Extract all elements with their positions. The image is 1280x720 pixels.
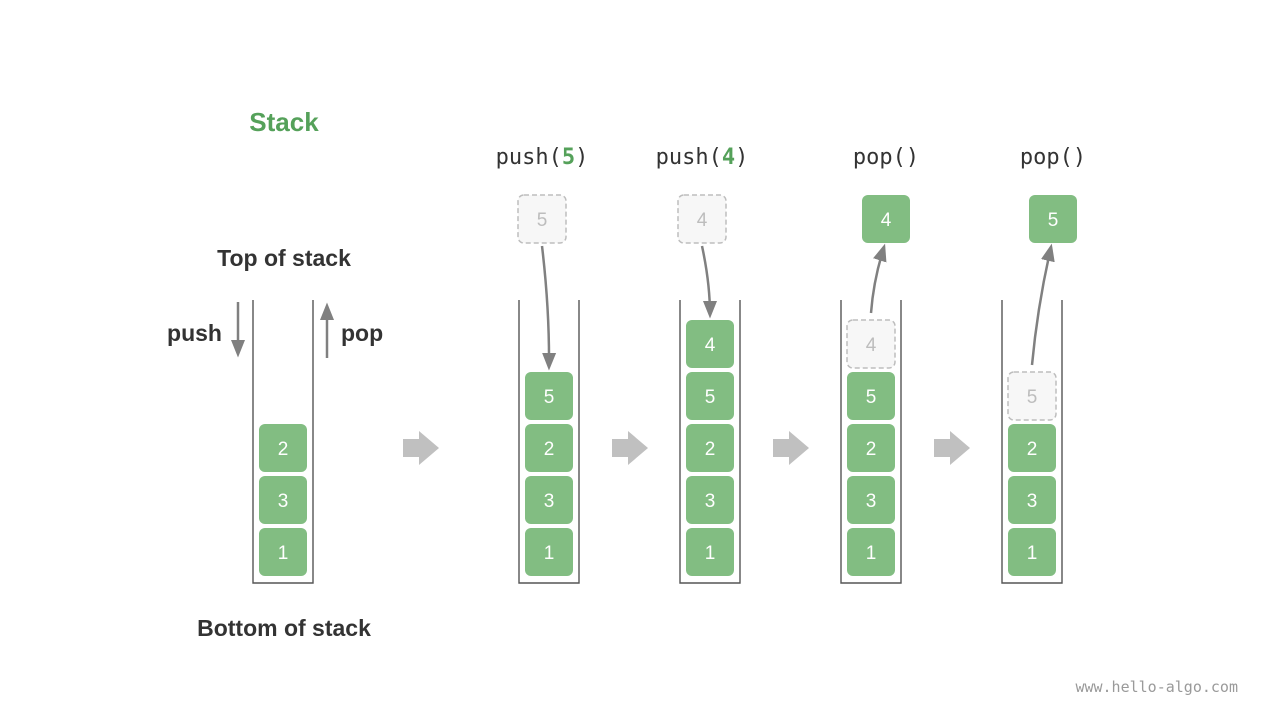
stack-cell-2-4: 4 — [686, 320, 734, 368]
stack-cell-1-3-value: 5 — [544, 387, 555, 408]
pop-arrow-3 — [869, 243, 887, 314]
pushed-value-source-1: 5 — [517, 194, 567, 244]
popped-value-ghost-4-value: 5 — [1027, 387, 1038, 408]
operation-arg: 5 — [562, 145, 575, 170]
stack-cell-3-1: 3 — [847, 476, 895, 524]
transition-arrow-2 — [612, 431, 648, 465]
stack-cell-4-0: 1 — [1008, 528, 1056, 576]
operation-name: push — [656, 145, 709, 170]
operation-label-1: push(5) — [496, 145, 589, 170]
watermark: www.hello-algo.com — [1075, 678, 1238, 696]
operation-label-4: pop() — [1020, 145, 1086, 170]
pop-direction-label: pop — [341, 320, 383, 346]
stack-cell-1-0-value: 1 — [544, 543, 555, 564]
transition-arrow-3 — [773, 431, 809, 465]
stack-container-0 — [252, 300, 314, 584]
stack-cell-4-0-value: 1 — [1027, 543, 1038, 564]
stack-cell-3-2: 2 — [847, 424, 895, 472]
stack-cell-0-2: 2 — [259, 424, 307, 472]
stack-cell-0-0-value: 1 — [278, 543, 289, 564]
operation-arg: 4 — [722, 145, 735, 170]
pushed-value-source-2-value: 4 — [697, 210, 708, 231]
pushed-value-source-2: 4 — [677, 194, 727, 244]
stack-cell-3-2-value: 2 — [866, 439, 877, 460]
pop-arrow-4 — [1030, 243, 1055, 366]
push-arrow-2 — [700, 245, 717, 319]
stack-cell-1-0: 1 — [525, 528, 573, 576]
stack-cell-0-1-value: 3 — [278, 491, 289, 512]
popped-value-4-value: 5 — [1048, 210, 1059, 231]
stack-cell-2-2-value: 2 — [705, 439, 716, 460]
stack-cell-2-0-value: 1 — [705, 543, 716, 564]
stack-container-4 — [1001, 300, 1063, 584]
popped-value-3: 4 — [862, 195, 910, 243]
popped-value-4: 5 — [1029, 195, 1077, 243]
stack-cell-1-2-value: 2 — [544, 439, 555, 460]
pushed-value-source-1-value: 5 — [537, 210, 548, 231]
stack-cell-1-3: 5 — [525, 372, 573, 420]
stack-cell-3-3-value: 5 — [866, 387, 877, 408]
stack-cell-2-3-value: 5 — [705, 387, 716, 408]
popped-value-ghost-4: 5 — [1007, 371, 1057, 421]
diagram-title: Stack — [249, 107, 319, 137]
stack-cell-3-3: 5 — [847, 372, 895, 420]
stack-cell-2-1-value: 3 — [705, 491, 716, 512]
popped-value-ghost-3: 4 — [846, 319, 896, 369]
stack-cell-4-1: 3 — [1008, 476, 1056, 524]
stack-cell-0-2-value: 2 — [278, 439, 289, 460]
stack-cell-4-1-value: 3 — [1027, 491, 1038, 512]
stack-cell-3-1-value: 3 — [866, 491, 877, 512]
stack-cell-2-4-value: 4 — [705, 335, 716, 356]
stack-container-3 — [840, 300, 902, 584]
operation-label-3: pop() — [853, 145, 919, 170]
bottom-of-stack-label: Bottom of stack — [197, 615, 371, 641]
transition-arrow-4 — [934, 431, 970, 465]
top-of-stack-label: Top of stack — [217, 245, 351, 271]
stack-cell-1-2: 2 — [525, 424, 573, 472]
operation-label-2: push(4) — [656, 145, 749, 170]
stack-container-1 — [518, 300, 580, 584]
operation-name: push — [496, 145, 549, 170]
popped-value-3-value: 4 — [881, 210, 892, 231]
push-direction-label: push — [167, 320, 222, 346]
stack-cell-3-0: 1 — [847, 528, 895, 576]
stack-cell-0-0: 1 — [259, 528, 307, 576]
stack-cell-4-2: 2 — [1008, 424, 1056, 472]
stack-container-2 — [679, 300, 741, 584]
stack-cell-2-2: 2 — [686, 424, 734, 472]
stack-cell-1-1: 3 — [525, 476, 573, 524]
transition-arrow-1 — [403, 431, 439, 465]
operation-name: pop — [853, 145, 893, 170]
stack-cell-2-1: 3 — [686, 476, 734, 524]
stack-cell-4-2-value: 2 — [1027, 439, 1038, 460]
popped-value-ghost-3-value: 4 — [866, 335, 877, 356]
stack-cell-2-3: 5 — [686, 372, 734, 420]
stack-cell-1-1-value: 3 — [544, 491, 555, 512]
stack-cell-3-0-value: 1 — [866, 543, 877, 564]
stack-cell-2-0: 1 — [686, 528, 734, 576]
push-arrow-1 — [540, 245, 557, 371]
operation-name: pop — [1020, 145, 1060, 170]
stack-cell-0-1: 3 — [259, 476, 307, 524]
